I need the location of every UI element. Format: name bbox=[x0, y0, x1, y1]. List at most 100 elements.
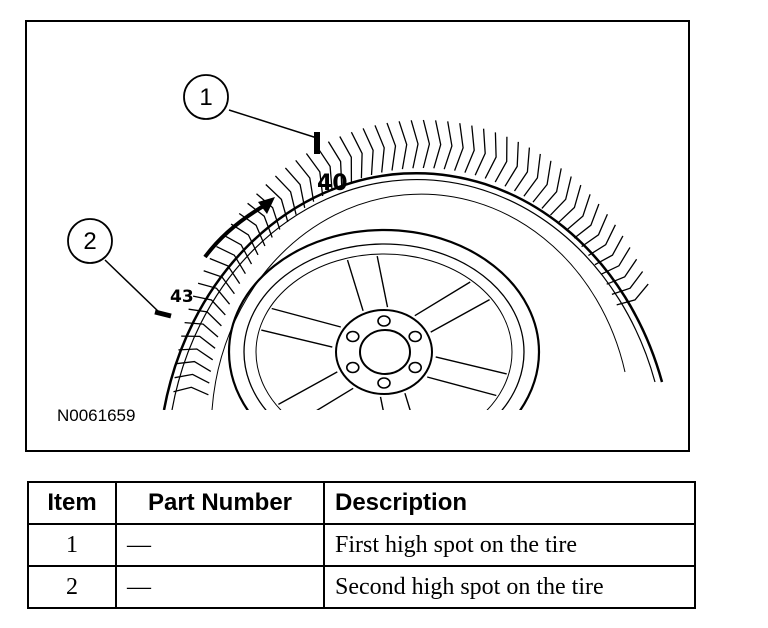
spoke-edge bbox=[261, 329, 333, 348]
rotation-arrowhead bbox=[258, 197, 275, 214]
tread-groove bbox=[247, 202, 273, 238]
lug-nut bbox=[408, 361, 423, 374]
tread-groove bbox=[230, 223, 259, 256]
tread-groove bbox=[181, 335, 216, 349]
tread-groove bbox=[216, 246, 246, 275]
tread-groove bbox=[327, 141, 343, 187]
tread-groove bbox=[274, 175, 297, 215]
tread-groove bbox=[566, 194, 591, 231]
header-item: Item bbox=[27, 481, 117, 525]
tread-groove bbox=[265, 184, 289, 223]
tread-groove bbox=[484, 132, 497, 179]
tread-groove bbox=[350, 131, 363, 179]
header-description: Description bbox=[323, 481, 696, 525]
header-part-number: Part Number bbox=[115, 481, 325, 525]
cell-description: Second high spot on the tire bbox=[323, 565, 696, 609]
tread-groove bbox=[573, 203, 600, 239]
tire-mark-40: 40 bbox=[317, 171, 348, 196]
tread-groove bbox=[374, 125, 385, 173]
wheel-spokes bbox=[261, 255, 507, 410]
tread-groove bbox=[192, 295, 226, 316]
lug-nuts bbox=[345, 315, 423, 389]
cell-part-number: — bbox=[115, 523, 325, 567]
spoke-edge bbox=[414, 281, 471, 317]
high-spot-mark-2 bbox=[154, 309, 172, 319]
cell-part-number: — bbox=[115, 565, 325, 609]
lug-nut bbox=[377, 315, 391, 327]
tread-groove bbox=[256, 193, 281, 230]
wheel-rim bbox=[227, 228, 541, 410]
rotation-arrow bbox=[203, 202, 268, 259]
figure-id: N0061659 bbox=[57, 406, 136, 425]
lug-nut bbox=[345, 361, 360, 374]
tire-outer bbox=[162, 172, 664, 410]
tread-groove bbox=[398, 121, 408, 170]
tread-groove bbox=[339, 136, 353, 182]
cell-item: 1 bbox=[27, 523, 117, 567]
tread-groove bbox=[203, 270, 235, 295]
spoke-edge bbox=[346, 259, 364, 312]
lug-nut bbox=[345, 330, 360, 343]
tread-groove bbox=[600, 247, 631, 275]
tread-groove bbox=[209, 257, 241, 284]
spoke-edge bbox=[379, 396, 384, 410]
tread-groove bbox=[223, 234, 253, 265]
lug-nut bbox=[408, 330, 423, 343]
spoke-edge bbox=[376, 255, 389, 308]
tread-groove bbox=[410, 120, 419, 169]
table-row: 1 — First high spot on the tire bbox=[27, 523, 696, 567]
tread-groove bbox=[513, 147, 531, 192]
figure-frame: 1 2 40 43 N0061659 bbox=[25, 20, 690, 452]
table-row: 2 — Second high spot on the tire bbox=[27, 565, 696, 609]
callout-2-label: 2 bbox=[83, 228, 96, 255]
tread-groove bbox=[594, 235, 624, 266]
callout-1-label: 1 bbox=[199, 84, 212, 111]
tread-groove bbox=[606, 258, 638, 285]
table-header-row: Item Part Number Description bbox=[27, 481, 696, 525]
tread-groove bbox=[433, 120, 442, 169]
spoke-edge bbox=[435, 356, 507, 375]
tread-groove bbox=[362, 128, 374, 176]
leader-line-1 bbox=[228, 109, 318, 139]
tread-groove bbox=[588, 224, 616, 257]
tread-pattern bbox=[173, 119, 649, 396]
spoke-edge bbox=[427, 376, 497, 397]
callout-circle-1 bbox=[183, 74, 229, 120]
tire-illustration: 1 2 40 43 bbox=[67, 74, 664, 410]
tread-groove bbox=[616, 283, 649, 306]
tread-groove bbox=[558, 184, 582, 223]
cell-description: First high spot on the tire bbox=[323, 523, 696, 567]
tread-groove bbox=[523, 153, 541, 197]
tread-groove bbox=[453, 123, 464, 171]
tread-groove bbox=[504, 141, 519, 187]
tread-groove bbox=[532, 160, 552, 203]
cell-item: 2 bbox=[27, 565, 117, 609]
spoke-edge bbox=[271, 307, 341, 328]
tread-groove bbox=[316, 146, 333, 191]
tread-groove bbox=[474, 128, 486, 176]
tread-groove bbox=[581, 213, 608, 248]
tread-groove bbox=[174, 373, 210, 384]
tread-groove bbox=[422, 119, 431, 169]
tread-groove bbox=[464, 125, 475, 173]
tire-mark-43: 43 bbox=[170, 287, 194, 307]
tread-groove bbox=[611, 271, 644, 296]
tread-groove bbox=[541, 168, 562, 209]
tread-groove bbox=[173, 386, 209, 396]
tread-groove bbox=[176, 360, 212, 372]
leader-line-2 bbox=[104, 259, 162, 315]
tread-groove bbox=[443, 121, 453, 170]
wheel-hub bbox=[335, 309, 433, 395]
high-spot-mark-1 bbox=[314, 132, 320, 154]
tread-groove bbox=[494, 136, 508, 183]
parts-table: Item Part Number Description 1 — First h… bbox=[27, 481, 696, 609]
tread-groove bbox=[197, 282, 231, 305]
spoke-edge bbox=[404, 392, 411, 410]
lug-nut bbox=[377, 377, 391, 389]
spoke-edge bbox=[278, 371, 338, 406]
tread-groove bbox=[305, 153, 324, 197]
spoke-edge bbox=[316, 387, 354, 410]
tread-groove bbox=[184, 321, 219, 338]
tread-groove bbox=[178, 348, 214, 361]
tread-groove bbox=[386, 122, 397, 171]
